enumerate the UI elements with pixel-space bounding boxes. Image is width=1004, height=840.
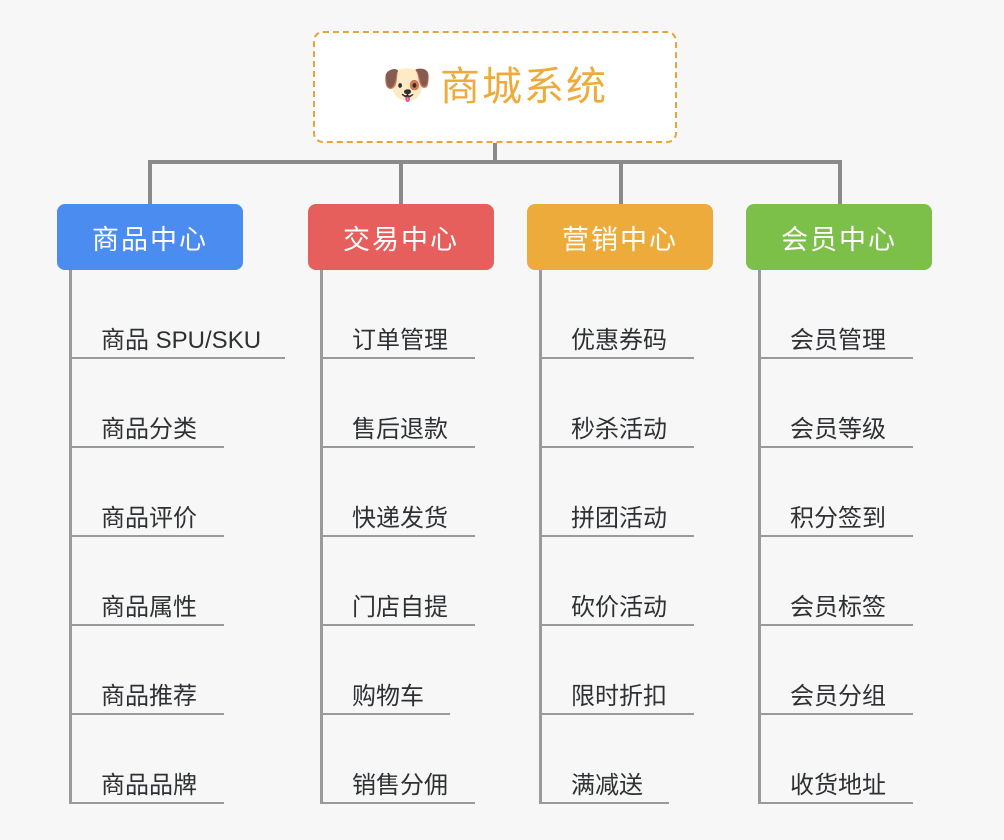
branch-item-label: 会员分组 xyxy=(790,683,886,710)
branch-item-underline xyxy=(69,713,224,715)
branch-item-label: 优惠券码 xyxy=(571,327,667,354)
branch-item[interactable]: 拼团活动 xyxy=(539,448,713,537)
branch-item-label: 商品推荐 xyxy=(101,683,197,710)
branch-item-underline xyxy=(758,624,913,626)
branch-item-underline xyxy=(539,446,694,448)
branch-item[interactable]: 售后退款 xyxy=(320,359,494,448)
branch-item[interactable]: 订单管理 xyxy=(320,270,494,359)
connector-drop-4 xyxy=(838,160,842,206)
branch-spine xyxy=(758,270,761,804)
branch-item-list: 订单管理售后退款快递发货门店自提购物车销售分佣 xyxy=(320,270,494,804)
branch-item-label: 积分签到 xyxy=(790,505,886,532)
branch-column: 交易中心订单管理售后退款快递发货门店自提购物车销售分佣 xyxy=(308,204,494,804)
branch-spine xyxy=(320,270,323,804)
branch-item-label: 限时折扣 xyxy=(571,683,667,710)
branch-item-underline xyxy=(320,713,450,715)
branch-item-underline xyxy=(758,535,913,537)
branch-column: 会员中心会员管理会员等级积分签到会员标签会员分组收货地址 xyxy=(746,204,932,804)
root-node[interactable]: 🐶 商城系统 xyxy=(313,31,677,143)
branch-item[interactable]: 满减送 xyxy=(539,715,713,804)
branch-item[interactable]: 收货地址 xyxy=(758,715,932,804)
branch-item[interactable]: 购物车 xyxy=(320,626,494,715)
branch-header-button[interactable]: 会员中心 xyxy=(746,204,932,270)
dog-face-icon: 🐶 xyxy=(382,63,432,107)
branch-column: 营销中心优惠券码秒杀活动拼团活动砍价活动限时折扣满减送 xyxy=(527,204,713,804)
branch-item[interactable]: 积分签到 xyxy=(758,448,932,537)
branch-item[interactable]: 会员分组 xyxy=(758,626,932,715)
branch-item[interactable]: 砍价活动 xyxy=(539,537,713,626)
branch-item-underline xyxy=(320,446,475,448)
branch-item-list: 商品 SPU/SKU 商品分类商品评价商品属性商品推荐商品品牌 xyxy=(69,270,285,804)
connector-drop-2 xyxy=(399,160,403,206)
branch-item-label: 秒杀活动 xyxy=(571,416,667,443)
branch-item-underline xyxy=(69,446,224,448)
branch-item-underline xyxy=(758,713,913,715)
branch-item[interactable]: 销售分佣 xyxy=(320,715,494,804)
branch-item[interactable]: 会员管理 xyxy=(758,270,932,359)
branch-item-label: 砍价活动 xyxy=(571,594,667,621)
branch-item-label: 会员管理 xyxy=(790,327,886,354)
branch-item[interactable]: 会员等级 xyxy=(758,359,932,448)
branch-item-label: 商品品牌 xyxy=(101,772,197,799)
branch-item-label: 满减送 xyxy=(571,772,643,799)
branch-item[interactable]: 商品推荐 xyxy=(69,626,275,715)
branch-item-label: 购物车 xyxy=(352,683,424,710)
branch-item-label: 会员标签 xyxy=(790,594,886,621)
branch-item[interactable]: 门店自提 xyxy=(320,537,494,626)
branch-item-label: 商品评价 xyxy=(101,505,197,532)
branch-item[interactable]: 优惠券码 xyxy=(539,270,713,359)
branch-item[interactable]: 商品评价 xyxy=(69,448,275,537)
branch-item-underline xyxy=(758,357,913,359)
branch-item-label: 商品 SPU/SKU xyxy=(101,327,262,354)
branch-item-underline xyxy=(758,446,913,448)
branch-item-label: 商品属性 xyxy=(101,594,197,621)
branch-item-underline xyxy=(320,624,475,626)
branch-item-underline xyxy=(320,802,475,804)
branch-item[interactable]: 秒杀活动 xyxy=(539,359,713,448)
branch-item[interactable]: 商品 SPU/SKU xyxy=(69,270,285,359)
branch-spine xyxy=(69,270,72,804)
branch-item[interactable]: 限时折扣 xyxy=(539,626,713,715)
branch-item-label: 门店自提 xyxy=(352,594,448,621)
branch-spine xyxy=(539,270,542,804)
branch-item[interactable]: 会员标签 xyxy=(758,537,932,626)
branch-item-underline xyxy=(69,802,224,804)
branch-item-underline xyxy=(320,357,475,359)
branch-header-button[interactable]: 交易中心 xyxy=(308,204,494,270)
branch-item[interactable]: 商品品牌 xyxy=(69,715,275,804)
branch-item-label: 会员等级 xyxy=(790,416,886,443)
branch-item-list: 优惠券码秒杀活动拼团活动砍价活动限时折扣满减送 xyxy=(539,270,713,804)
branch-item-underline xyxy=(69,624,224,626)
branch-header-button[interactable]: 营销中心 xyxy=(527,204,713,270)
branch-item-underline xyxy=(758,802,913,804)
connector-drop-3 xyxy=(619,160,623,206)
branch-item-underline xyxy=(539,624,694,626)
branch-item-list: 会员管理会员等级积分签到会员标签会员分组收货地址 xyxy=(758,270,932,804)
branch-item-label: 快递发货 xyxy=(352,505,448,532)
branch-item[interactable]: 商品分类 xyxy=(69,359,275,448)
branch-item-label: 商品分类 xyxy=(101,416,197,443)
branch-item-underline xyxy=(320,535,475,537)
connector-root-stem xyxy=(493,143,497,164)
branch-item[interactable]: 商品属性 xyxy=(69,537,275,626)
branch-item-underline xyxy=(69,535,224,537)
branch-item-label: 拼团活动 xyxy=(571,505,667,532)
branch-item[interactable]: 快递发货 xyxy=(320,448,494,537)
branch-item-underline xyxy=(539,713,694,715)
branch-item-label: 售后退款 xyxy=(352,416,448,443)
branch-item-label: 订单管理 xyxy=(352,327,448,354)
branch-item-underline xyxy=(539,357,694,359)
branch-item-label: 销售分佣 xyxy=(352,772,448,799)
connector-drop-1 xyxy=(148,160,152,206)
branch-item-underline xyxy=(539,535,694,537)
branch-item-label: 收货地址 xyxy=(790,772,886,799)
branch-item-underline xyxy=(539,802,669,804)
branch-header-button[interactable]: 商品中心 xyxy=(57,204,243,270)
root-title: 商城系统 xyxy=(440,65,608,109)
branch-item-underline xyxy=(69,357,285,359)
branch-column: 商品中心商品 SPU/SKU 商品分类商品评价商品属性商品推荐商品品牌 xyxy=(57,204,285,804)
connector-horizontal-bus xyxy=(148,160,842,164)
